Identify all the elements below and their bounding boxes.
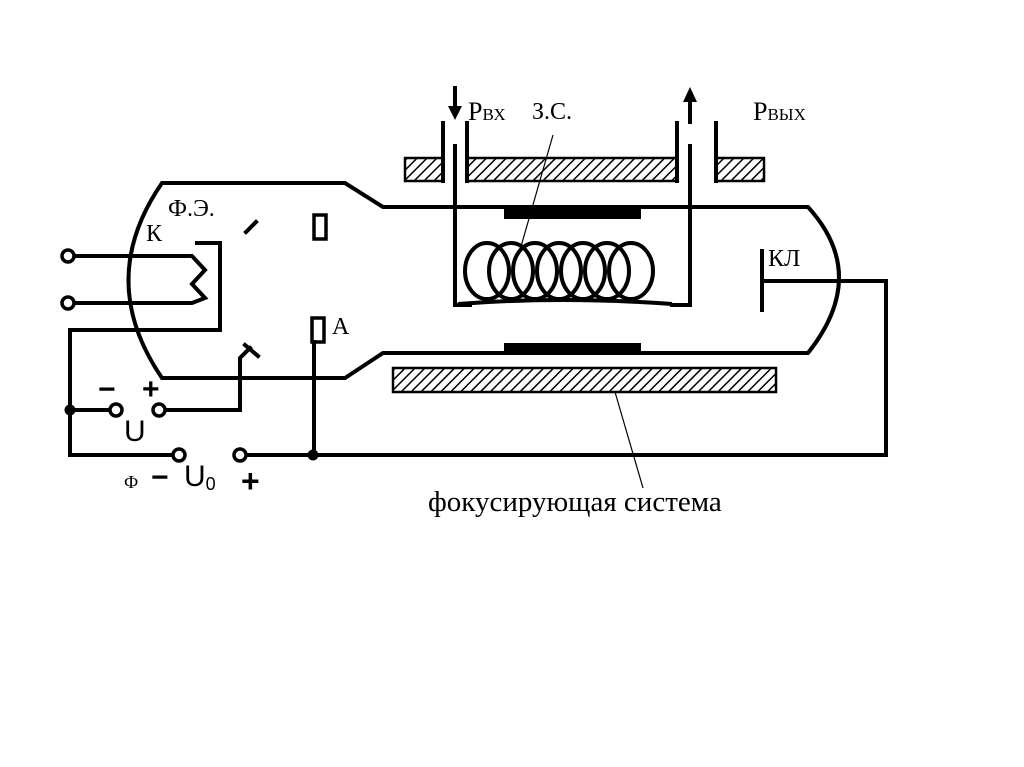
photo-element-label: Ф.Э. bbox=[168, 196, 215, 222]
heater-terminal-2[interactable] bbox=[60, 295, 76, 311]
waveguide-middle bbox=[465, 156, 679, 183]
u-voltage-label: U bbox=[124, 415, 146, 448]
u0-minus-sign: − bbox=[151, 461, 169, 494]
input-waveguide-left bbox=[403, 156, 445, 183]
focusing-system-label: фокусирующая система bbox=[428, 486, 722, 518]
cathode-label: К bbox=[146, 221, 163, 247]
u0-plus-sign: + bbox=[241, 463, 260, 499]
input-arrow-icon bbox=[448, 86, 462, 120]
u-terminal-minus[interactable] bbox=[108, 402, 124, 418]
slow-wave-leader bbox=[519, 134, 554, 251]
anode-bottom bbox=[310, 316, 326, 344]
heater-filament bbox=[66, 254, 209, 305]
helix-coil bbox=[457, 241, 673, 306]
u-minus-sign: − bbox=[98, 373, 116, 406]
p-out-label: PВЫХ bbox=[753, 97, 806, 126]
attenuator-top bbox=[504, 208, 641, 219]
u0-voltage-label: U0 bbox=[184, 460, 216, 494]
focus-electrode-wire bbox=[238, 345, 253, 412]
u0-terminal-minus[interactable] bbox=[171, 447, 187, 463]
u-terminal-plus[interactable] bbox=[151, 402, 167, 418]
junction-dot-right bbox=[307, 449, 319, 461]
focusing-leader bbox=[614, 391, 644, 489]
helix-output-lead bbox=[670, 144, 692, 307]
junction-dot-left bbox=[64, 404, 76, 416]
output-waveguide-right bbox=[714, 156, 766, 183]
u0-terminal-plus[interactable] bbox=[232, 447, 248, 463]
focus-electrode-bottom bbox=[242, 342, 261, 359]
focusing-system bbox=[391, 366, 778, 394]
cathode-wire bbox=[68, 241, 222, 457]
anode-label: А bbox=[332, 314, 350, 340]
u-plus-sign: + bbox=[142, 373, 160, 406]
heater-terminal-1[interactable] bbox=[60, 248, 76, 264]
attenuator-bottom bbox=[504, 343, 641, 354]
phi-label: Ф bbox=[124, 472, 138, 492]
slow-wave-label: З.С. bbox=[532, 99, 572, 125]
collector-wire bbox=[311, 279, 888, 457]
focus-electrode-top bbox=[243, 219, 259, 235]
output-arrow-icon bbox=[683, 87, 697, 124]
collector-label: КЛ bbox=[768, 246, 800, 272]
anode-top bbox=[312, 213, 328, 241]
p-in-label: PВХ bbox=[468, 97, 506, 126]
tube-envelope bbox=[126, 181, 841, 380]
